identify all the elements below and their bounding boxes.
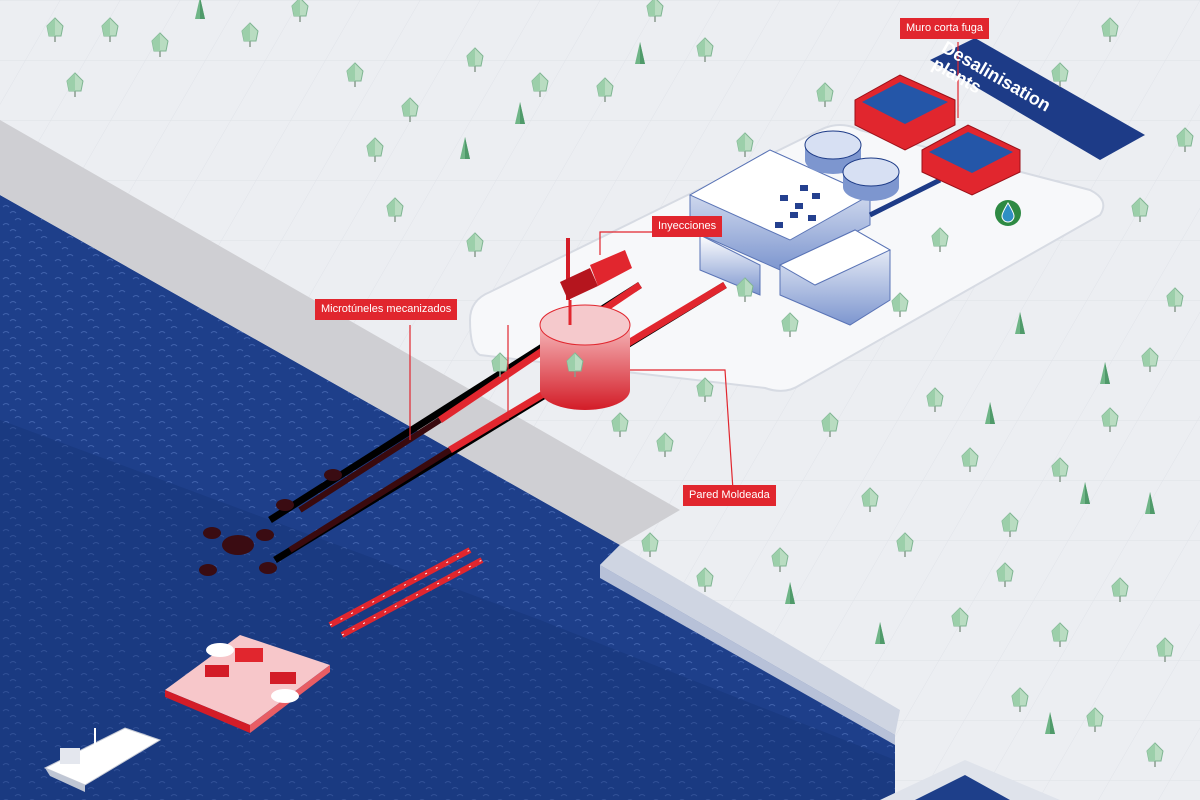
- pier-water: [915, 775, 1010, 800]
- cliff-edge: [0, 120, 680, 545]
- water-tanks: [804, 130, 900, 201]
- label-muro-corta-fuga: Muro corta fuga: [900, 18, 990, 39]
- label-inyecciones: Inyecciones: [652, 216, 723, 237]
- quay-wall: [600, 565, 895, 745]
- water-drop-icon: [995, 200, 1021, 226]
- label-microtuneles: Microtúneles mecanizados: [315, 299, 458, 320]
- quay-edge: [600, 545, 900, 735]
- main-building: [688, 149, 892, 326]
- barge-icon: [165, 635, 330, 733]
- label-pared-moldeada: Pared Moldeada: [683, 485, 776, 506]
- banner: [930, 38, 1145, 160]
- transfer-pipe: [868, 177, 942, 218]
- ship-icon: [43, 727, 162, 792]
- pools: [854, 74, 1021, 196]
- floating-pipes: [328, 547, 484, 638]
- drilling-rig: [560, 238, 632, 300]
- shaft-cylinder: [539, 300, 631, 410]
- intake-heads: [199, 469, 342, 576]
- callout-lines: [409, 42, 959, 491]
